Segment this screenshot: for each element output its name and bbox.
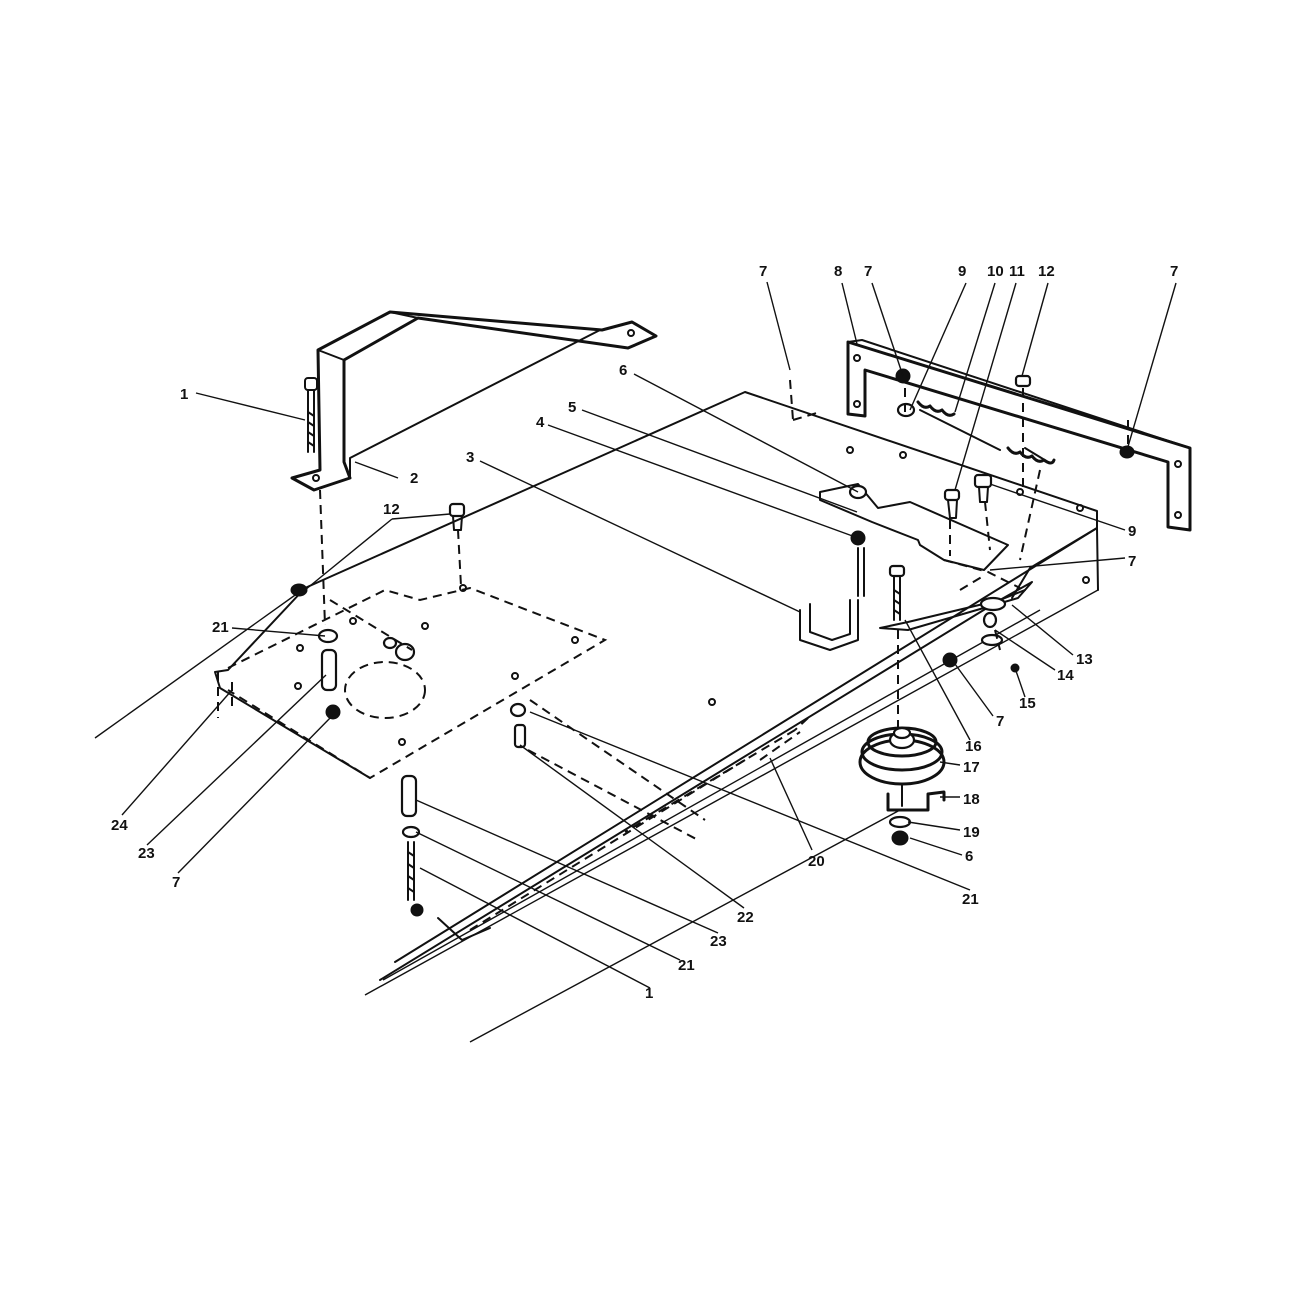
callout-9-top: 9 [958,263,966,280]
callout-4: 4 [536,414,545,431]
callout-23-left: 23 [138,845,155,862]
callout-24: 24 [111,817,128,834]
callout-1-bolt: 1 [180,386,188,403]
callout-11: 11 [1009,263,1025,280]
callout-16: 16 [965,738,982,755]
callout-13: 13 [1076,651,1093,668]
callout-6-top: 6 [619,362,627,379]
callout-7-mid: 7 [996,713,1004,730]
callout-3: 3 [466,449,474,466]
callout-12-left: 12 [383,501,400,518]
callout-7-bottom-left: 7 [172,874,180,891]
callout-21-bottom: 21 [678,957,695,974]
callout-14: 14 [1057,667,1074,684]
callout-20: 20 [808,853,825,870]
callout-7-top-left: 7 [759,263,767,280]
bolt-part-1-top [304,377,326,626]
callout-12-top: 12 [1038,263,1055,280]
callout-7-top-right: 7 [1170,263,1178,280]
bolts-right [943,374,1135,519]
callout-8-rear-bar: 8 [834,263,842,280]
bracket-part-2 [290,310,658,492]
callout-21-left: 21 [212,619,229,636]
callout-10: 10 [987,263,1004,280]
callout-21-right: 21 [962,891,979,908]
callout-22: 22 [737,909,754,926]
callout-7-top-mid: 7 [864,263,872,280]
rear-bar-part-8 [846,339,1192,532]
assembly-lines [329,379,1129,931]
callout-6-bottom: 6 [965,848,973,865]
sub-plate [217,586,608,780]
callout-18: 18 [963,791,980,808]
callouts: 1 2 3 4 5 6 7 8 7 9 10 11 12 7 12 21 9 7… [111,263,1178,1002]
callout-9-right: 9 [1128,523,1136,540]
callout-7-right: 7 [1128,553,1136,570]
callout-15: 15 [1019,695,1036,712]
leader-lines [121,281,1177,989]
callout-1-bottom: 1 [645,985,653,1002]
idler-pulley-assembly [858,564,1033,846]
callout-17-pulley: 17 [963,759,980,776]
left-hardware [290,502,527,941]
callout-19: 19 [963,824,980,841]
callout-2-bracket: 2 [410,470,418,487]
callout-5: 5 [568,399,576,416]
callout-23-bottom: 23 [710,933,727,950]
